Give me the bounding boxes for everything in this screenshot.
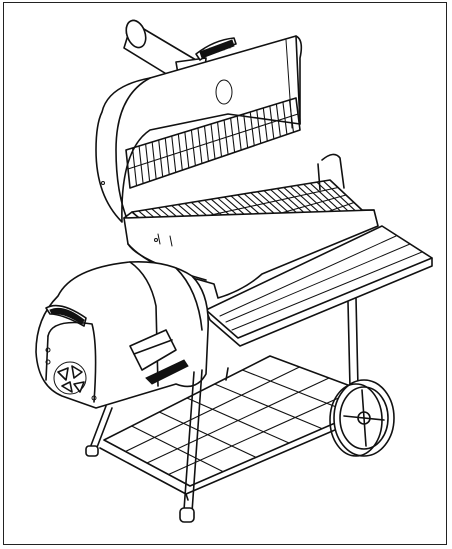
rack-bar xyxy=(127,113,299,170)
warming-rack xyxy=(125,97,301,189)
front-shelf xyxy=(205,225,433,347)
shelf-bar xyxy=(125,366,300,452)
side-handle-icon xyxy=(317,153,345,191)
shelf-bar xyxy=(146,377,330,464)
firebox xyxy=(35,260,209,409)
shelf-bar xyxy=(168,388,359,476)
bottom-shelf xyxy=(99,355,389,501)
firebox-tray xyxy=(129,329,189,385)
lid-handle-icon xyxy=(195,37,237,61)
wheel-icon xyxy=(329,379,395,457)
